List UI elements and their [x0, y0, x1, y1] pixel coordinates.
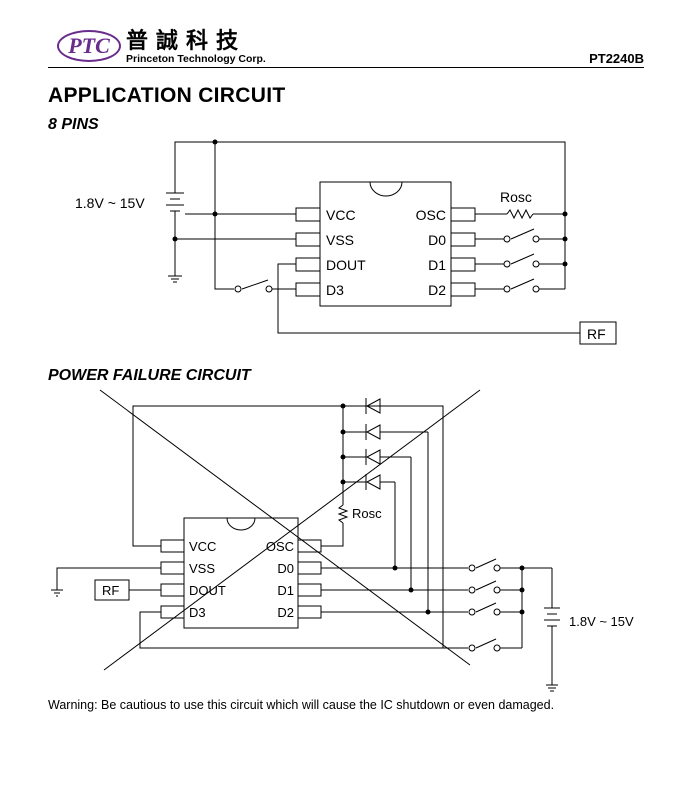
- pin-label: D0: [277, 561, 294, 576]
- part-number: PT2240B: [589, 51, 644, 66]
- pin-label: D2: [428, 282, 446, 298]
- pin-label: D1: [277, 583, 294, 598]
- rf-box: [579, 321, 617, 345]
- pin-label: D0: [428, 232, 446, 248]
- circuit1-title: 8 PINS: [48, 116, 99, 133]
- pin-label: D3: [189, 605, 206, 620]
- cross-line: [103, 389, 481, 671]
- pin-label: VCC: [326, 207, 356, 223]
- circuit2-title: POWER FAILURE CIRCUIT: [48, 367, 251, 384]
- cross-line: [99, 389, 471, 666]
- pin-label: VSS: [189, 561, 215, 576]
- supply-label: 1.8V ~ 15V: [569, 614, 634, 629]
- company-name: Princeton Technology Corp.: [126, 53, 266, 65]
- supply-label: 1.8V ~ 15V: [75, 195, 145, 211]
- rf-label: RF: [102, 583, 119, 598]
- pin-label: VCC: [189, 539, 216, 554]
- resistor-label: Rosc: [500, 189, 532, 205]
- pin-label: OSC: [266, 539, 294, 554]
- pin-label: D3: [326, 282, 344, 298]
- section-title: APPLICATION CIRCUIT: [48, 84, 286, 107]
- resistor-label: Rosc: [352, 506, 382, 521]
- header-divider: [48, 67, 644, 68]
- pin-label: D2: [277, 605, 294, 620]
- ic-notch: [369, 181, 403, 197]
- top-rail-wire: [174, 141, 566, 214]
- pin-label: D1: [428, 257, 446, 273]
- warning-text: Warning: Be cautious to use this circuit…: [48, 698, 555, 712]
- pin-label: DOUT: [189, 583, 226, 598]
- rf-label: RF: [587, 326, 606, 342]
- pin-label: DOUT: [326, 257, 366, 273]
- company-name-chinese: 普誠科技: [126, 28, 247, 53]
- logo-oval: [57, 30, 121, 62]
- company-logo: PTC: [68, 33, 110, 58]
- ic-notch: [226, 517, 256, 531]
- pin-label: OSC: [416, 207, 446, 223]
- pin-label: VSS: [326, 232, 354, 248]
